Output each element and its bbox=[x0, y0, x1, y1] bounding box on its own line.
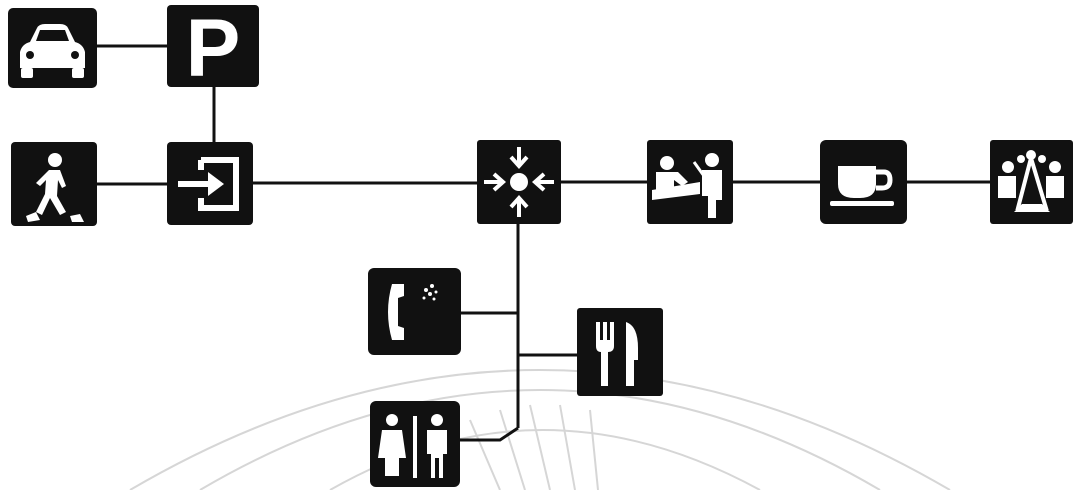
reception-desk-icon bbox=[652, 153, 722, 218]
telephone-icon bbox=[388, 284, 438, 340]
conference-node bbox=[990, 140, 1073, 224]
coffee-cup-icon bbox=[830, 166, 894, 206]
pedestrian-node bbox=[11, 142, 97, 226]
pedestrian-icon bbox=[26, 153, 84, 222]
car-icon bbox=[20, 24, 85, 78]
parking-icon: P bbox=[186, 3, 241, 94]
edge-meeting-toilets bbox=[460, 426, 519, 442]
restaurant-node bbox=[577, 308, 663, 396]
toilets-node bbox=[370, 401, 460, 487]
reception-node bbox=[647, 140, 733, 224]
parking-node: P bbox=[167, 3, 259, 94]
coffee-node bbox=[820, 140, 907, 224]
telephone-node bbox=[368, 268, 461, 355]
fork-knife-icon bbox=[596, 322, 638, 386]
watermark bbox=[129, 369, 951, 490]
toilets-icon bbox=[378, 414, 447, 478]
meeting-point-node bbox=[477, 140, 561, 224]
entrance-node bbox=[167, 142, 253, 225]
connectors bbox=[97, 44, 990, 442]
conference-room-icon bbox=[998, 150, 1064, 212]
meeting-point-icon bbox=[484, 147, 554, 217]
car-node bbox=[8, 8, 97, 88]
entrance-icon bbox=[178, 157, 239, 211]
